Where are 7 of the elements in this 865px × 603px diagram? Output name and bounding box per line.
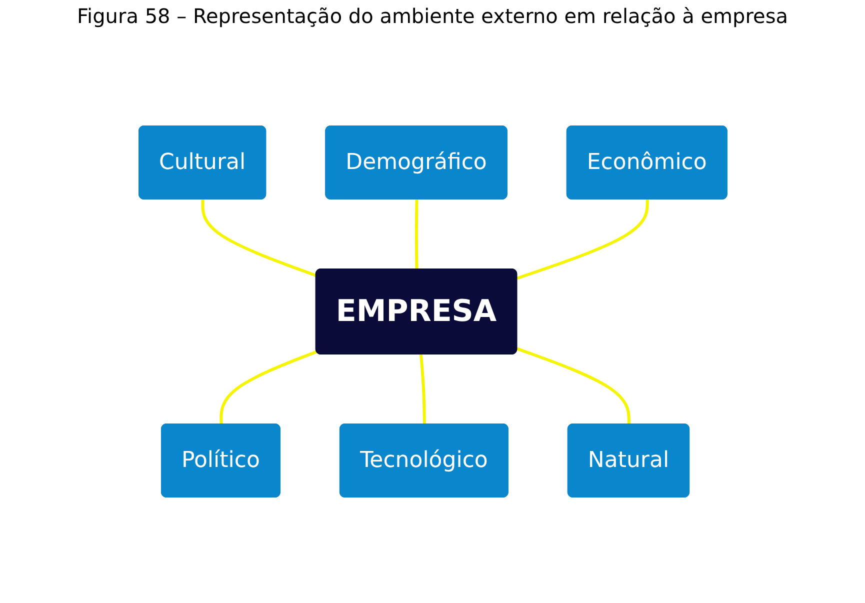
connector bbox=[200, 199, 316, 278]
connector bbox=[516, 199, 648, 280]
connector bbox=[414, 199, 418, 270]
connector bbox=[516, 347, 630, 425]
figure-title: Figura 58 – Representação do ambiente externo em relação à empresa bbox=[76, 4, 789, 28]
connector bbox=[419, 354, 426, 425]
connector bbox=[219, 350, 317, 425]
